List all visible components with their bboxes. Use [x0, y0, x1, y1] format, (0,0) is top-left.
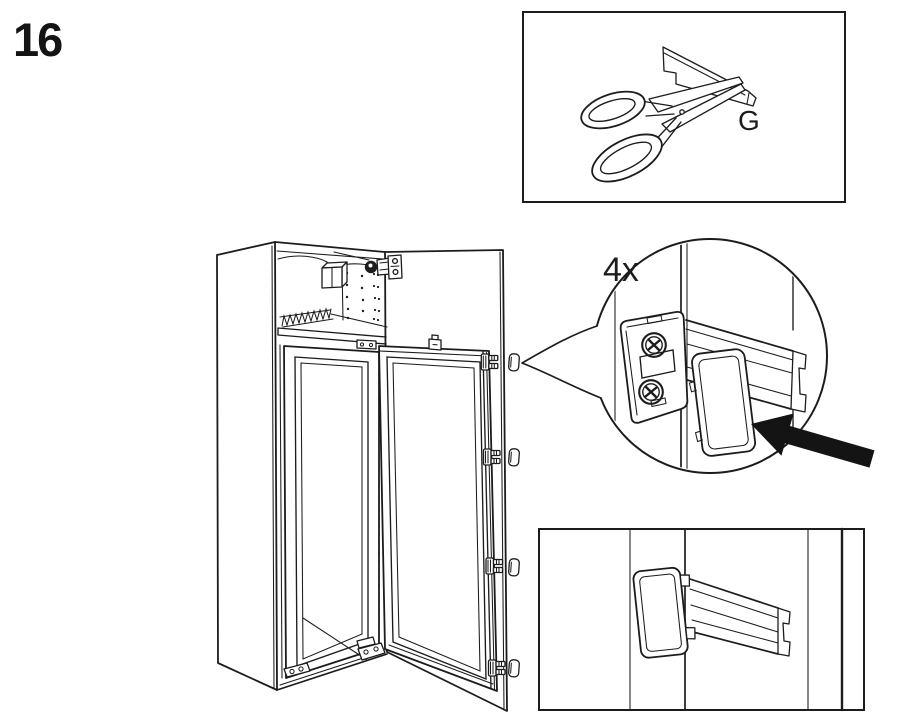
part-label: G: [738, 105, 760, 136]
quantity-label: 4x: [603, 251, 639, 289]
fastener-detail-callout: 4x: [521, 238, 875, 474]
door-hinge: [364, 254, 403, 280]
edge-bracket: [482, 448, 501, 466]
inset-border: [538, 528, 865, 711]
edge-bracket: [480, 353, 499, 371]
door-edge-brackets: [480, 353, 506, 677]
cover-clip: [508, 448, 520, 467]
junction-box: [321, 261, 348, 289]
top-mounting-plate: [356, 339, 377, 350]
cover-clip: [508, 558, 520, 577]
callout-pointer: [522, 326, 615, 398]
edge-bracket: [485, 557, 504, 575]
bottom-hinge-plates: [283, 636, 386, 678]
phillips-screw: [638, 379, 664, 405]
insert-direction-arrow: [751, 413, 875, 468]
cover-clip-detail: [688, 348, 757, 457]
inset-border: [522, 11, 846, 203]
bracket-plate-detail: [619, 310, 689, 424]
cabinet-illustration: [216, 241, 520, 712]
cover-clip: [508, 659, 520, 678]
installed-cover-clip: [632, 566, 696, 659]
scissors-inset-box: G: [522, 11, 846, 203]
inner-door-frame: [283, 345, 380, 679]
floating-cover-clips: [508, 353, 520, 678]
installed-rail: [689, 578, 791, 657]
door-top-latch: [428, 334, 442, 351]
open-door: [378, 334, 498, 692]
bracket-window: [639, 349, 676, 379]
vent-grille: [279, 307, 334, 328]
cabinet-left-panel: [216, 241, 278, 691]
installed-clip-inset-box: [538, 527, 865, 712]
edge-bracket: [487, 659, 506, 677]
cover-clip: [508, 353, 520, 372]
phillips-screw: [641, 332, 667, 358]
back-panel-perforations: [345, 271, 381, 322]
step-number: 16: [13, 13, 63, 66]
scissors-icon: [580, 76, 746, 183]
